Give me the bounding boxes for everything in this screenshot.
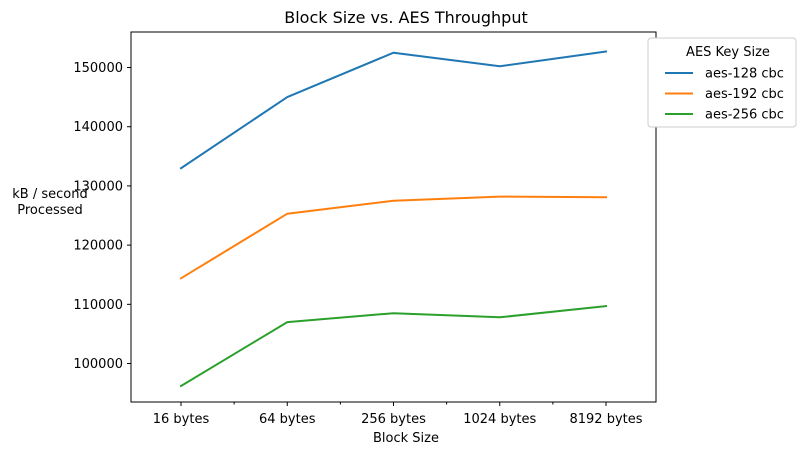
legend-title: AES Key Size <box>686 45 770 60</box>
series-lines <box>179 50 608 388</box>
y-tick-label: 130000 <box>73 179 123 194</box>
legend-entry-label: aes-256 cbc <box>705 108 784 123</box>
y-axis: 100000 110000 120000 130000 140000 150000 <box>73 61 131 372</box>
series-line-1 <box>179 50 608 170</box>
y-axis-label-line-2: Processed <box>17 203 83 218</box>
y-tick-label: 140000 <box>73 120 123 135</box>
y-tick-label: 150000 <box>73 61 123 76</box>
legend-box <box>647 37 797 128</box>
legend-entry-label: aes-192 cbc <box>705 87 784 102</box>
chart-title: Block Size vs. AES Throughput <box>284 8 528 27</box>
x-tick-label: 8192 bytes <box>569 412 642 427</box>
plot-area <box>130 31 657 403</box>
x-axis-label: Block Size <box>373 431 439 446</box>
legend: AES Key Size aes-128 cbc aes-192 cbc aes-2… <box>647 37 797 128</box>
legend-entry-label: aes-128 cbc <box>705 67 784 82</box>
x-tick-label: 16 bytes <box>153 412 210 427</box>
x-axis: 16 bytes 64 bytes 256 bytes 1024 bytes 8192 … <box>153 402 643 427</box>
x-tick-label: 256 bytes <box>361 412 426 427</box>
series-line-2 <box>179 195 608 280</box>
series-line-3 <box>179 305 608 388</box>
y-tick-label: 100000 <box>73 357 123 372</box>
y-axis-label-line-1: kB / second <box>12 187 87 202</box>
x-tick-label: 1024 bytes <box>463 412 536 427</box>
y-tick-label: 120000 <box>73 239 123 254</box>
x-tick-label: 64 bytes <box>259 412 316 427</box>
y-tick-label: 110000 <box>73 298 123 313</box>
